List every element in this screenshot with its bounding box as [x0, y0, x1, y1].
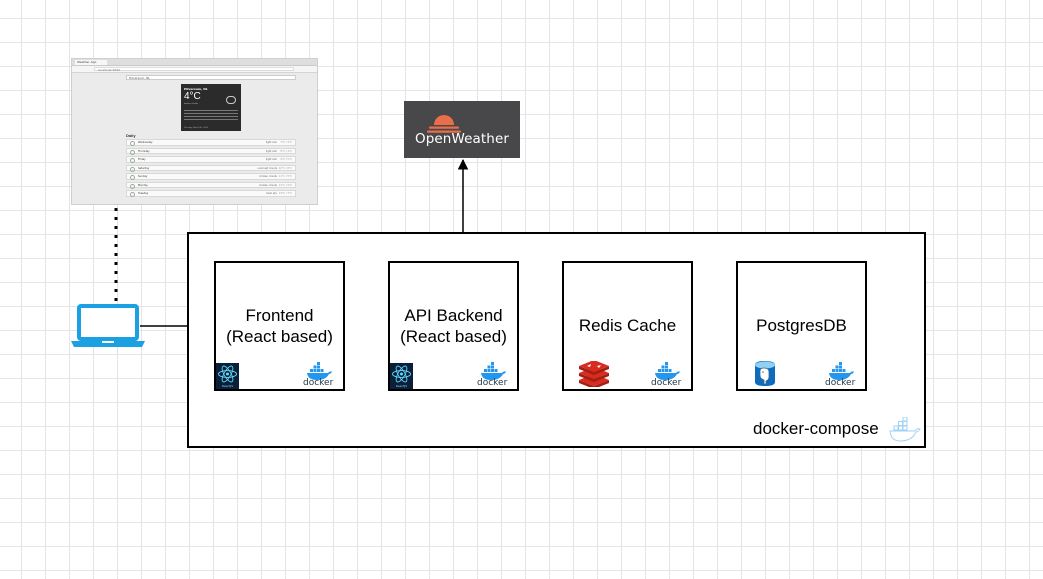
- docker-badge-text: docker: [303, 378, 334, 388]
- react-badge-text: ReactJS: [395, 384, 408, 388]
- forecast-day: Saturday: [138, 166, 150, 170]
- react-badge-text: ReactJS: [221, 384, 234, 388]
- openweather-logo-icon: [427, 115, 461, 133]
- react-logo-icon: ReactJS: [216, 363, 239, 389]
- frontend-service: Frontend (React based) ReactJS docker: [214, 261, 345, 391]
- city-search-input: Hilversum, NL: [126, 75, 296, 80]
- browser-tab-bar: Weather App: [72, 59, 317, 66]
- forecast-day: Thursday: [138, 149, 150, 153]
- frontend-label: Frontend (React based): [216, 305, 343, 347]
- forecast-range: 9°C / 5°C: [280, 158, 292, 161]
- daily-heading: Daily: [126, 133, 136, 138]
- frontend-label-line1: Frontend: [245, 306, 314, 325]
- weather-card: Hilversum, NL 4°C broken clouds Tuesday,…: [181, 84, 241, 131]
- api-backend-label: API Backend (React based): [390, 305, 517, 347]
- weather-date: Tuesday, April 5th, 2022: [184, 127, 209, 129]
- docker-badge-text: docker: [651, 378, 682, 388]
- forecast-description: light rain: [265, 149, 277, 153]
- react-logo-icon: ReactJS: [390, 363, 413, 389]
- forecast-description: light rain: [265, 141, 277, 144]
- frontend-label-line2: (React based): [226, 327, 333, 346]
- weather-icon: [130, 158, 135, 163]
- forecast-range: 12°C / 6°C: [278, 183, 292, 187]
- laptop-icon[interactable]: [70, 304, 146, 348]
- forecast-description: light rain: [265, 158, 277, 161]
- weather-icon: [130, 149, 135, 155]
- forecast-day: Monday: [138, 183, 148, 187]
- weather-location: Hilversum, NL: [184, 87, 208, 91]
- postgresdb-label: PostgresDB: [756, 316, 847, 335]
- cloud-icon: [226, 96, 236, 104]
- weather-details: [184, 109, 238, 121]
- forecast-day: Friday: [138, 158, 146, 161]
- forecast-range: 13°C / 7°C: [278, 192, 292, 195]
- weather-icon: [130, 183, 135, 189]
- docker-badge-text: docker: [825, 378, 856, 388]
- browser-address-bar: localhost:3000: [72, 66, 317, 73]
- api-backend-service: API Backend (React based) ReactJS docker: [388, 261, 519, 391]
- weather-icon: [130, 192, 135, 197]
- weather-condition: broken clouds: [184, 103, 198, 105]
- docker-logo-icon: docker: [825, 362, 855, 388]
- postgresql-logo-icon: [755, 361, 775, 386]
- openweather-box: OpenWeather: [404, 101, 520, 158]
- forecast-description: broken clouds: [259, 183, 277, 187]
- redis-cache-label: Redis Cache: [578, 316, 677, 335]
- docker-badge-text: docker: [477, 378, 508, 388]
- docker-logo-icon: docker: [651, 362, 681, 388]
- forecast-day: Wednesday: [138, 141, 153, 144]
- docker-logo-icon: docker: [303, 362, 333, 388]
- browser-screenshot: Weather App localhost:3000 Hilversum, NL…: [71, 58, 318, 205]
- redis-cache-service: Redis Cache docker: [562, 261, 693, 391]
- api-backend-label-line1: API Backend: [404, 306, 503, 325]
- forecast-range: 8°C / 4°C: [280, 149, 292, 153]
- forecast-range: 10°C / 6°C: [278, 166, 292, 170]
- browser-tab: Weather App: [75, 60, 107, 65]
- forecast-description: broken clouds: [259, 175, 277, 178]
- docker-whale-icon: [889, 417, 921, 442]
- forecast-day: Sunday: [138, 175, 148, 178]
- postgresdb-service: PostgresDB docker: [736, 261, 867, 391]
- weather-temperature: 4°C: [184, 91, 201, 102]
- forecast-description: overcast clouds: [257, 166, 277, 170]
- weather-icon: [130, 141, 135, 146]
- weather-icon: [130, 175, 135, 180]
- url-field: localhost:3000: [94, 67, 294, 72]
- redis-logo-icon: [579, 361, 609, 387]
- docker-compose-label: docker-compose: [753, 419, 879, 438]
- api-backend-label-line2: (React based): [400, 327, 507, 346]
- forecast-description: clear sky: [265, 192, 277, 195]
- forecast-range: 11°C / 5°C: [278, 175, 292, 178]
- forecast-range: 7°C / 3°C: [280, 141, 292, 144]
- weather-icon: [130, 166, 135, 172]
- docker-logo-icon: docker: [477, 362, 507, 388]
- forecast-day: Tuesday: [138, 192, 149, 195]
- openweather-label: OpenWeather: [415, 131, 509, 147]
